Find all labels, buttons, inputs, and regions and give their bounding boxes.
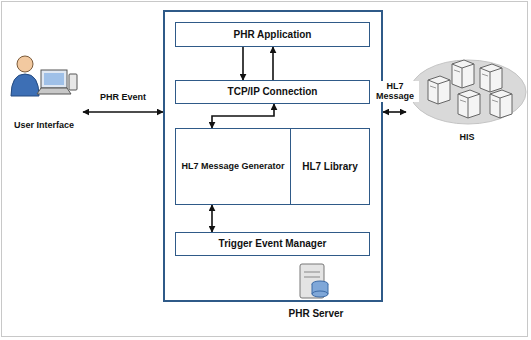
- his-illustration: [406, 46, 528, 130]
- connector-arrow: [242, 47, 244, 80]
- server-icon: [300, 264, 328, 298]
- node-text: User Interface: [1, 120, 87, 130]
- user-interface: User Interface: [5, 50, 83, 136]
- node-text: TCP/IP Connection: [225, 86, 321, 98]
- connector-arrow: [83, 111, 163, 113]
- user-icon: [5, 50, 83, 114]
- library-box: HL7 Library: [290, 128, 370, 205]
- node-text: PHR Server: [261, 308, 371, 320]
- connector-arrow: [383, 111, 406, 113]
- node-text: HIS: [406, 132, 528, 142]
- node-text: PHR Application: [231, 29, 315, 41]
- edge-label: PHR Event: [99, 92, 147, 102]
- connector-arrow: [272, 47, 274, 80]
- process-box: PHR Application: [175, 22, 370, 47]
- edge-label: HL7 Message: [371, 81, 419, 102]
- process-box: HL7 Message Generator: [175, 128, 291, 205]
- node-text: Trigger Event Manager: [216, 238, 330, 250]
- connector-arrow: [211, 205, 213, 232]
- node-text: HL7 Message Generator: [178, 161, 287, 171]
- node-text: HL7 Library: [299, 161, 361, 173]
- connector-arrow: [212, 104, 274, 128]
- process-box: TCP/IP Connection: [175, 80, 370, 104]
- phr-server-box: PHR ServerPHR ApplicationTCP/IP Connecti…: [163, 10, 383, 302]
- his-cloud: HIS: [406, 46, 528, 148]
- process-box: Trigger Event Manager: [175, 232, 370, 256]
